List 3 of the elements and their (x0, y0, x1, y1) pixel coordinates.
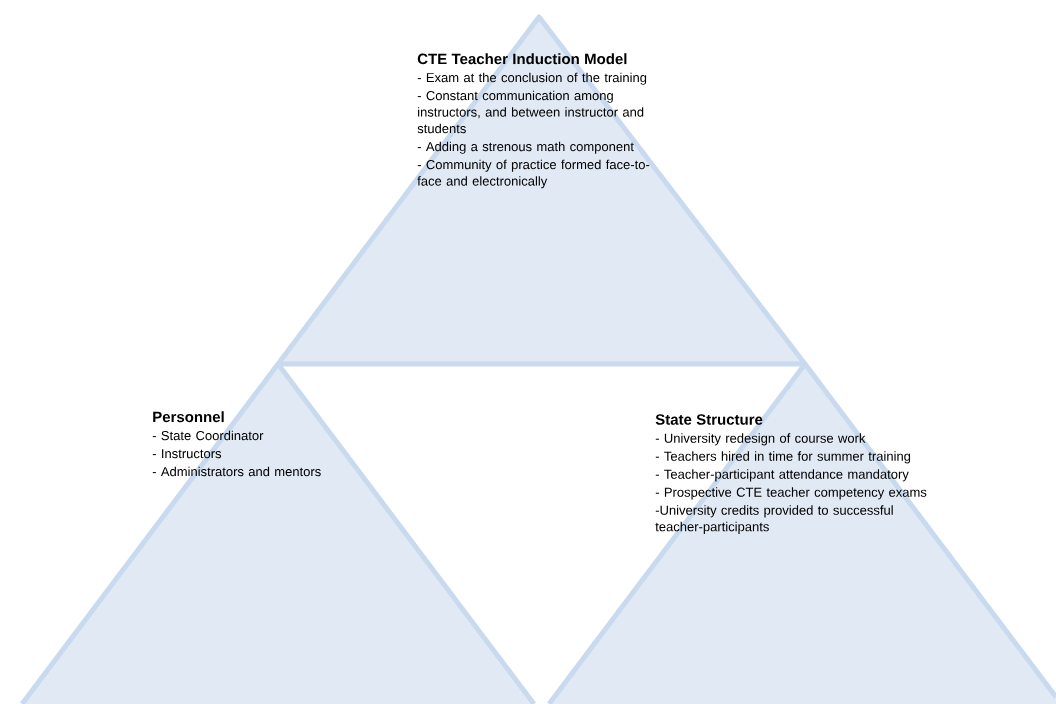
triangle: State Structure - University redesign of course work - Teachers hired in time for summer training - Teacher-participant attendance mandatory - Prospective CTE teacher competency exams -University credits provided to successful teacher-participants (547, 361, 1056, 704)
triangle: CTE Teacher Induction Model - Exam at the conclusion of the training - Constant communication among instructors, and between instructor and students - Adding a strenous math component - Community of practice formed face-to-face and electronically (275, 14, 808, 367)
triangle: Personnel - State Coordinator - Instructors - Administrators and mentors (20, 361, 536, 704)
